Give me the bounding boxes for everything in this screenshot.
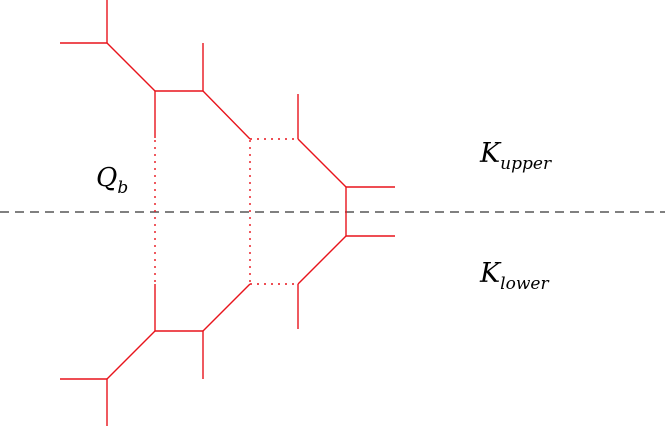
k-lower-subscript: lower bbox=[500, 274, 549, 294]
q-b-subscript: b bbox=[117, 178, 128, 198]
k-lower-label: Klower bbox=[479, 258, 549, 294]
lower-web bbox=[60, 235, 395, 426]
k-upper-main: K bbox=[479, 138, 502, 169]
q-b-main: Q bbox=[96, 163, 117, 193]
k-upper-label: Kupper bbox=[479, 138, 552, 174]
upper-diagonal-2 bbox=[202, 90, 251, 140]
q-b-label: Qb bbox=[96, 163, 128, 198]
lower-diagonal-1 bbox=[106, 330, 156, 380]
k-upper-subscript: upper bbox=[500, 154, 552, 174]
upper-web bbox=[60, 0, 395, 188]
lower-diagonal-2 bbox=[202, 283, 251, 332]
dotted-connections bbox=[154, 138, 298, 285]
upper-diagonal-1 bbox=[106, 42, 156, 92]
k-lower-main: K bbox=[479, 258, 502, 289]
upper-diagonal-3 bbox=[297, 138, 347, 188]
lower-diagonal-3 bbox=[297, 235, 347, 285]
